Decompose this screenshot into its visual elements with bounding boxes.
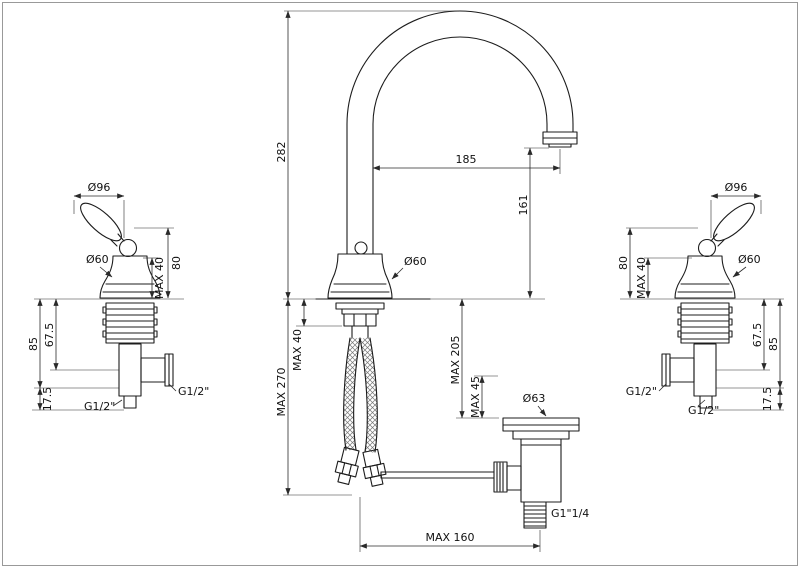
dim-label-left-max40: MAX 40 <box>153 257 166 299</box>
right-dim-dia96: Ø96 <box>710 181 762 238</box>
left-dim-85: 85 <box>27 298 119 389</box>
dim-282: 282 <box>275 10 458 300</box>
dim-spout-max40: MAX 40 <box>291 298 342 371</box>
left-dim-17-5: 17.5 <box>32 387 124 412</box>
dim-max270: MAX 270 <box>275 298 352 496</box>
dim-label-dia63: Ø63 <box>523 392 546 405</box>
spout-gooseneck <box>346 10 578 255</box>
dim-label-right-inlet-thread: G1/2" <box>688 404 719 417</box>
dim-label-185: 185 <box>456 153 477 166</box>
dim-label-max160: MAX 160 <box>425 531 474 544</box>
dim-dia63: Ø63 <box>523 392 547 417</box>
right-dim-17-5: 17.5 <box>712 387 784 412</box>
drain-body <box>493 417 580 529</box>
mounting-hardware <box>335 302 385 339</box>
left-handle-view: Ø96 Ø60 80 MAX 40 67.5 85 1 <box>27 181 209 413</box>
dim-label-drain-thread: G1"1/4 <box>551 507 589 520</box>
spout-base <box>327 241 393 299</box>
dim-label-161: 161 <box>517 195 530 216</box>
dim-label-right-85: 85 <box>767 337 780 351</box>
dim-label-right-80: 80 <box>617 256 630 270</box>
dim-label-right-17-5: 17.5 <box>761 387 774 412</box>
flex-hoses <box>334 337 387 487</box>
dim-label-max205: MAX 205 <box>449 335 462 384</box>
left-dim-dia96: Ø96 <box>73 181 125 238</box>
left-dim-dia60: Ø60 <box>86 253 113 278</box>
left-inlet-thread: G1/2" <box>84 399 123 413</box>
left-outlet-thread: G1/2" <box>168 383 209 398</box>
dim-label-left-17-5: 17.5 <box>41 387 54 412</box>
dim-label-282: 282 <box>275 142 288 163</box>
dim-label-right-dia60: Ø60 <box>738 253 761 266</box>
dim-max160: MAX 160 <box>359 497 541 552</box>
right-handle-lever <box>697 202 755 258</box>
dim-185: 185 <box>372 149 561 174</box>
left-dim-max40: MAX 40 <box>143 257 166 299</box>
dim-label-left-dia60: Ø60 <box>86 253 109 266</box>
right-dim-80: 80 <box>617 227 698 299</box>
dim-label-left-inlet-thread: G1/2" <box>84 400 115 413</box>
dim-label-spout-dia60: Ø60 <box>404 255 427 268</box>
dim-label-left-67-5: 67.5 <box>43 323 56 348</box>
left-dim-80: 80 <box>134 227 183 299</box>
dim-spout-dia60: Ø60 <box>391 255 427 280</box>
dim-label-right-max40: MAX 40 <box>635 257 648 299</box>
right-dim-max40: MAX 40 <box>635 257 692 299</box>
dim-161: 161 <box>517 147 549 299</box>
right-handle-body <box>661 343 717 409</box>
right-dim-85: 85 <box>716 298 784 389</box>
left-handle-body <box>118 343 174 409</box>
dim-label-max45: MAX 45 <box>469 376 482 418</box>
dim-label-max270: MAX 270 <box>275 367 288 416</box>
popup-rod <box>380 471 495 479</box>
dim-label-left-80: 80 <box>170 256 183 270</box>
right-handle-view: Ø96 Ø60 80 MAX 40 67.5 85 1 <box>617 181 784 417</box>
dim-max45: MAX 45 <box>469 375 498 419</box>
left-handle-lever <box>80 202 138 258</box>
left-handle-ribs <box>102 302 158 344</box>
right-dim-dia60: Ø60 <box>732 253 761 278</box>
spout-view: 282 185 161 Ø60 MAX 40 MAX 270 <box>275 10 578 496</box>
dim-max205: MAX 205 <box>449 298 499 419</box>
right-inlet-thread: G1/2" <box>688 399 719 417</box>
left-dim-67-5: 67.5 <box>43 298 119 371</box>
left-handle-base <box>99 255 161 299</box>
dim-label-right-outlet-thread: G1/2" <box>626 385 657 398</box>
dim-label-spout-max40: MAX 40 <box>291 329 304 371</box>
right-handle-ribs <box>677 302 733 344</box>
dim-label-left-85: 85 <box>27 337 40 351</box>
right-outlet-thread: G1/2" <box>626 383 667 398</box>
dim-label-right-67-5: 67.5 <box>751 323 764 348</box>
dim-drain-thread: G1"1/4 <box>551 507 589 520</box>
right-handle-base <box>674 255 736 299</box>
right-dim-67-5: 67.5 <box>716 298 770 371</box>
dim-label-left-outlet-thread: G1/2" <box>178 385 209 398</box>
dim-label-left-dia96: Ø96 <box>88 181 111 194</box>
dim-label-right-dia96: Ø96 <box>725 181 748 194</box>
drain-view: MAX 205 MAX 45 Ø63 G1"1/4 MAX 160 <box>359 298 589 552</box>
